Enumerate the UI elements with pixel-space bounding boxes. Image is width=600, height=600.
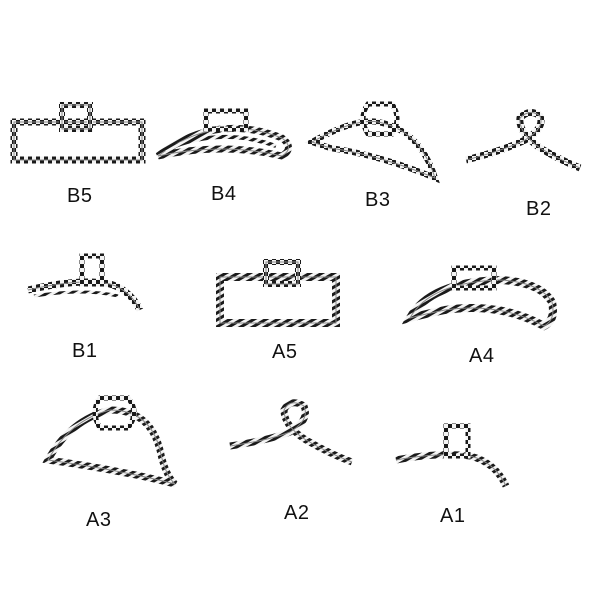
item-label: A5	[272, 341, 298, 363]
item-label: A2	[284, 502, 310, 524]
item-label: A4	[469, 345, 495, 367]
item-label: B4	[211, 183, 237, 205]
item-label: B5	[67, 185, 93, 207]
item-label: A1	[440, 505, 466, 527]
item-label: B1	[72, 340, 98, 362]
item-label: B2	[526, 198, 552, 220]
item-label: A3	[86, 509, 112, 531]
item-label: B3	[365, 189, 391, 211]
